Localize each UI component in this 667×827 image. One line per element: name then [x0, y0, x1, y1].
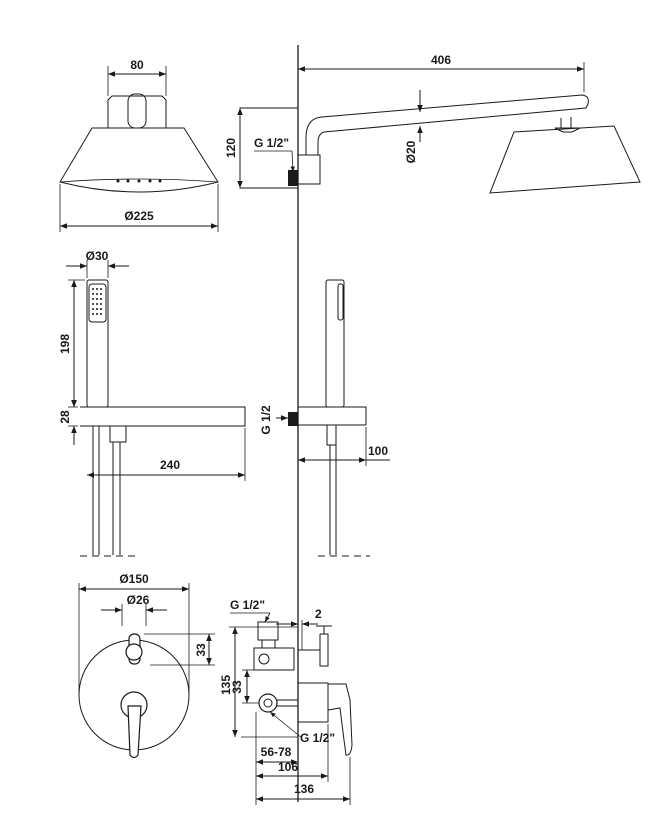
hand-shower-front-view	[80, 279, 246, 557]
dim-label-depth-range: 56-78	[261, 745, 292, 759]
dim-hand-diameter: Ø30	[66, 249, 129, 278]
callout-label-inlet-thread-bottom: G 1/2"	[300, 731, 335, 745]
dim-spacing-upper: 33	[144, 633, 215, 666]
callout-inlet-thread-top: G 1/2"	[230, 598, 271, 623]
dim-label-arm-length: 406	[431, 53, 451, 67]
dim-label-body-height: 135	[219, 675, 233, 695]
shower-head-front-view	[59, 93, 219, 193]
dim-label-arm-height: 120	[224, 138, 238, 158]
dim-label-outlet-depth: 100	[368, 444, 388, 458]
dim-label-hole-diameter: Ø26	[127, 593, 150, 607]
mixer-body-side-view	[229, 621, 353, 756]
dim-label-spacing-upper: 33	[194, 643, 208, 657]
dim-arm-height: 120	[224, 108, 243, 188]
dim-spacing-lower: 33	[230, 669, 259, 704]
dim-outlet-depth: 100	[298, 427, 390, 466]
dim-label-arm-diameter: Ø20	[404, 140, 418, 163]
dim-depth-range: 56-78	[255, 712, 298, 805]
callout-inlet-thread-bottom: G 1/2"	[269, 711, 335, 745]
callout-label-arm-thread: G 1/2"	[254, 136, 289, 150]
callout-label-inlet-thread-top: G 1/2"	[230, 598, 265, 612]
dim-hand-length: 198	[58, 279, 85, 408]
dim-label-depth-total: 136	[294, 782, 314, 796]
dim-holder-height: 28	[58, 388, 78, 445]
dim-label-hand-diameter: Ø30	[86, 249, 109, 263]
dim-head-top-width: 80	[107, 58, 167, 96]
dim-head-diameter: Ø225	[59, 184, 219, 232]
callout-arm-thread: G 1/2"	[254, 136, 295, 173]
dim-depth-total: 136	[256, 757, 351, 805]
dim-label-holder-length: 240	[160, 458, 180, 472]
dim-arm-diameter: Ø20	[404, 90, 423, 163]
dim-plate-diameter: Ø150	[78, 572, 190, 693]
dim-label-plate-diameter: Ø150	[119, 572, 149, 586]
callout-outlet-thread: G 1/2	[259, 405, 288, 435]
dim-label-depth-mid: 106	[278, 760, 298, 774]
dim-depth-mid: 106	[256, 724, 329, 782]
dim-label-head-diameter: Ø225	[124, 209, 154, 223]
dim-label-holder-height: 28	[58, 410, 72, 424]
shower-arm-side-view	[239, 94, 641, 194]
callout-label-outlet-thread: G 1/2	[259, 405, 273, 435]
mixer-faceplate-front-view	[78, 633, 190, 759]
dim-plate-gap: 2	[276, 607, 322, 650]
dim-label-spacing-lower: 33	[230, 680, 244, 694]
dim-hole-diameter: Ø26	[101, 593, 167, 626]
dim-arm-length: 406	[298, 53, 585, 92]
hand-shower-side-view	[288, 279, 370, 557]
dim-label-hand-length: 198	[58, 334, 72, 354]
dim-label-plate-gap: 2	[315, 607, 322, 621]
dim-holder-length: 240	[87, 428, 246, 481]
dim-body-height: 135	[219, 627, 238, 737]
dim-label-head-top-width: 80	[130, 58, 144, 72]
